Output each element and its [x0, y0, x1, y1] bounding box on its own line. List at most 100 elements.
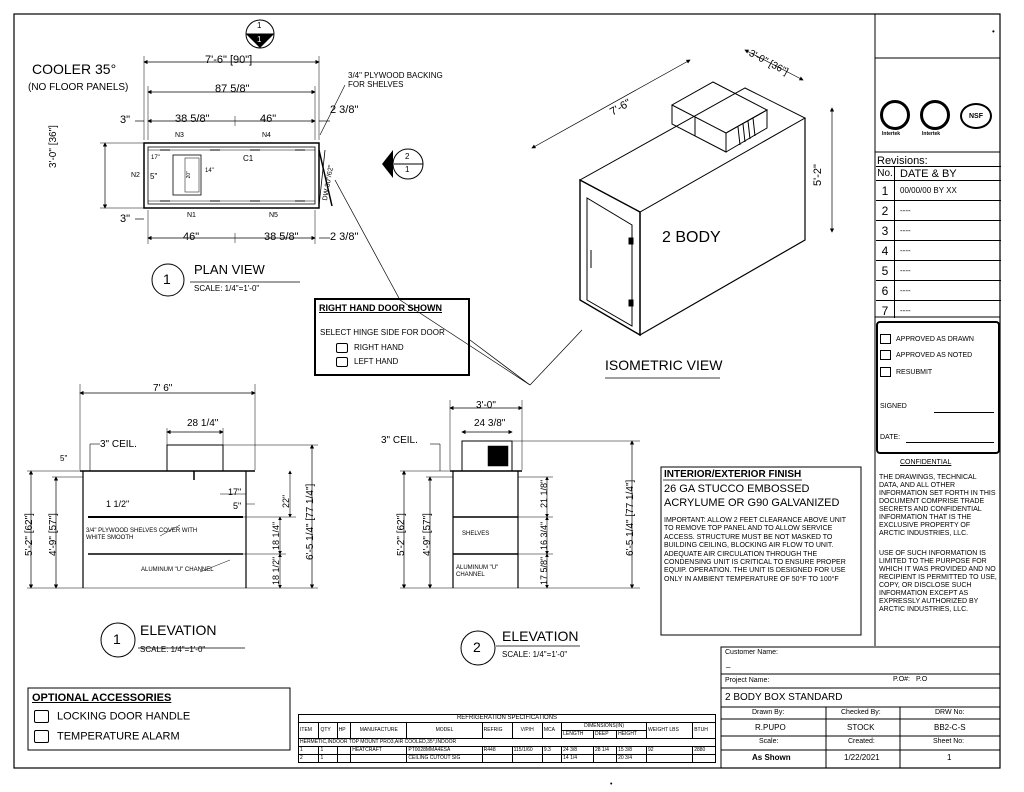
section-marker-top [245, 19, 275, 49]
elev2-height-49: 4'-9" [57"] [422, 513, 433, 556]
option-left-hand[interactable]: LEFT HAND [336, 357, 398, 367]
intertek-logo-2-text: Intertek [922, 131, 941, 137]
door-hand-panel: RIGHT HAND DOOR SHOWN SELECT HINGE SIDE … [314, 298, 470, 376]
right-hand-checkbox[interactable] [336, 343, 348, 353]
revision-row: 6---- [876, 280, 1001, 301]
refrig-h-height: HEIGHT [616, 730, 648, 739]
refrig-h-qty: QTY [318, 722, 338, 739]
approve-drawn-label: APPROVED AS DRAWN [896, 335, 974, 343]
created-label: Created: [848, 738, 875, 745]
option-right-hand[interactable]: RIGHT HAND [336, 343, 404, 353]
refrig-h-btuh: BTUH [692, 722, 716, 739]
plan-edge-238-top: 2 3/8" [330, 104, 359, 116]
refrigeration-table: REFRIGERATION SPECIFICATIONS ITEM QTY HP… [297, 714, 716, 763]
door-hand-prompt: SELECT HINGE SIDE FOR DOOR [320, 328, 445, 337]
plan-backing-note: 3/4" PLYWOOD BACKING FOR SHELVES [348, 71, 443, 89]
drw-no-label: DRW No: [935, 709, 965, 716]
refrig-h-weight: WEIGHT LBS [646, 722, 694, 739]
elev2-channel-note: ALUMINUM "U" CHANNEL [456, 565, 499, 578]
elevation-1-bubble [100, 622, 136, 658]
table-cell: 28 1/4 [592, 746, 618, 755]
iso-title: ISOMETRIC VIEW [605, 357, 723, 373]
approve-noted[interactable]: APPROVED AS NOTED [880, 350, 972, 360]
plan-label-n5: N5 [269, 212, 278, 219]
approve-drawn[interactable]: APPROVED AS DRAWN [880, 334, 974, 344]
approve-noted-checkbox[interactable] [880, 350, 891, 360]
signed-label: SIGNED [880, 403, 907, 410]
plan-view-lines [100, 56, 346, 283]
approval-panel: APPROVED AS DRAWN APPROVED AS NOTED RESU… [876, 321, 1000, 454]
project-value[interactable]: 2 BODY BOX STANDARD [725, 692, 843, 703]
elev2-shelves-note: SHELVES [462, 531, 490, 537]
approve-drawn-checkbox[interactable] [880, 334, 891, 344]
table-cell: R448 [481, 746, 513, 755]
plan-seg-bot-left: 46" [183, 231, 200, 243]
plan-view-number: 1 [163, 271, 171, 287]
refrig-h-model: MODEL [406, 722, 483, 739]
table-cell [592, 754, 618, 763]
date-line[interactable] [906, 442, 994, 443]
table-cell: 1 [318, 746, 338, 755]
elev2-unit-width: 24 3/8" [474, 418, 506, 429]
finish-material: 26 GA STUCCO EMBOSSED ACRYLUME OR G90 GA… [664, 483, 840, 509]
rev-no: 6 [876, 281, 895, 301]
locking-handle-checkbox[interactable] [34, 710, 49, 723]
elev1-dim-17: 17" [228, 487, 242, 497]
elev1-height-49: 4'-9" [57"] [48, 513, 59, 556]
plan-view-scale: SCALE: 1/4"=1'-0" [194, 284, 260, 293]
refrig-h-dimensions: DIMENSIONS(IN) [561, 722, 648, 731]
resubmit[interactable]: RESUBMIT [880, 367, 932, 377]
resubmit-label: RESUBMIT [896, 368, 933, 376]
elev1-total-height: 6'-5 1/4" [77 1/4"] [305, 483, 316, 560]
left-hand-checkbox[interactable] [336, 357, 348, 367]
marker-top-a: 1 [257, 21, 262, 30]
table-cell [692, 754, 716, 763]
accessory-locking-handle[interactable]: LOCKING DOOR HANDLE [34, 710, 190, 723]
resubmit-checkbox[interactable] [880, 367, 891, 377]
elev1-channel-note: ALUMINUM "U" CHANNEL [141, 567, 214, 573]
plan-edge-238-bot: 2 3/8" [330, 231, 359, 243]
table-cell: 1 [297, 746, 320, 755]
table-cell: 92 [646, 746, 694, 755]
elev2-total-height: 6'-5 1/4" [77 1/4"] [625, 479, 636, 556]
elev1-view-title: ELEVATION [140, 622, 217, 638]
table-cell: 9.3 [541, 746, 563, 755]
signed-line[interactable] [934, 412, 994, 413]
rev-no: 5 [876, 261, 895, 281]
confidential-p2: USE OF SUCH INFORMATION IS LIMITED TO TH… [879, 550, 997, 614]
checked-by-value: STOCK [847, 723, 875, 732]
marker-mid-a: 2 [405, 152, 410, 161]
table-cell: 14 1/4 [561, 754, 594, 763]
accessories-title: OPTIONAL ACCESSORIES [32, 692, 172, 704]
elev2-view-scale: SCALE: 1/4"=1'-0" [502, 650, 568, 659]
table-cell: 24 3/8 [561, 746, 594, 755]
revision-row: 5---- [876, 260, 1001, 281]
scale-label: Scale: [759, 738, 779, 745]
nsf-logo-text: NSF [969, 113, 983, 120]
plan-label-n4: N4 [262, 132, 271, 139]
plan-dim-17: 17" [151, 155, 160, 161]
elevation-2-lines [400, 400, 640, 647]
elev1-shelves-note: 3/4" PLYWOOD SHELVES COVER WITH WHITE SM… [86, 528, 198, 541]
table-cell [511, 754, 543, 763]
rev-no: 7 [876, 301, 895, 318]
rev-col-date: DATE & BY [900, 168, 957, 180]
table-cell [336, 746, 352, 755]
nsf-logo: NSF [960, 103, 992, 129]
table-cell [646, 754, 694, 763]
elev2-dim-2118: 21 1/8" [539, 479, 549, 508]
corner-dot: • [992, 27, 995, 36]
revision-row: 3---- [876, 220, 1001, 241]
plan-subtitle: (NO FLOOR PANELS) [28, 82, 129, 93]
elev1-view-scale: SCALE: 1/4"=1'-0" [140, 645, 206, 654]
elev2-height-52: 5'-2" [62"] [396, 513, 407, 556]
customer-value[interactable]: _ [726, 659, 731, 668]
elev1-width: 7' 6" [153, 383, 173, 394]
accessory-temperature-alarm[interactable]: TEMPERATURE ALARM [34, 730, 180, 743]
sheet-value: 1 [947, 753, 952, 762]
refrig-h-mca: MCA [541, 722, 563, 739]
temperature-alarm-checkbox[interactable] [34, 730, 49, 743]
po-value[interactable]: P.O [916, 676, 928, 683]
